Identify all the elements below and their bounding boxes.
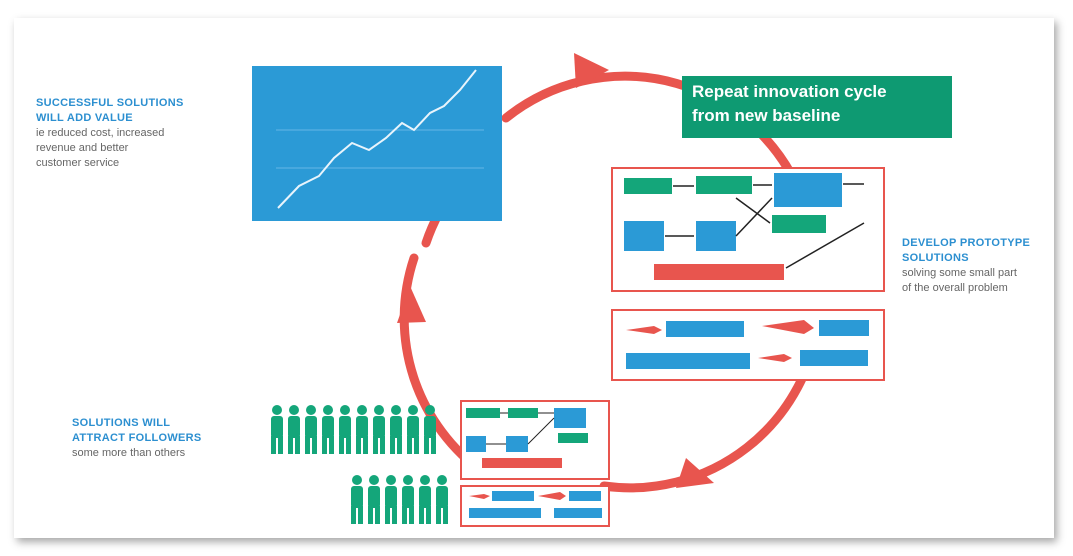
stage-followers-body-1: some more than others	[72, 447, 186, 459]
person-icon	[368, 475, 380, 524]
person-icon	[424, 405, 436, 454]
person-icon	[436, 475, 448, 524]
person-icon	[339, 405, 351, 454]
person-icon	[373, 405, 385, 454]
stage-value-body-2: revenue and better	[36, 142, 129, 154]
small-panel-top	[460, 400, 610, 480]
trend-line	[277, 69, 477, 209]
stage-prototype-text: DEVELOP PROTOTYPE SOLUTIONS solving some…	[902, 236, 1052, 296]
arrowhead-left	[397, 286, 426, 323]
stage-value-text: SUCCESSFUL SOLUTIONS WILL ADD VALUE ie r…	[36, 96, 256, 171]
person-icon	[322, 405, 334, 454]
cycle-arc-left	[399, 253, 489, 478]
prototype-panel-top	[611, 167, 885, 292]
banner-line1: Repeat innovation cycle	[692, 82, 887, 101]
stage-value-body-3: customer service	[36, 157, 120, 169]
followers-people	[271, 405, 448, 524]
arrowhead-bottom-right	[676, 458, 714, 488]
cycle-arc-top-right	[501, 71, 809, 208]
person-icon	[288, 405, 300, 454]
person-icon	[419, 475, 431, 524]
person-icon	[356, 405, 368, 454]
stage-prototype-body-1: solving some small part	[902, 267, 1017, 279]
value-chart-panel	[252, 66, 502, 221]
stage-value-heading-2: WILL ADD VALUE	[36, 112, 133, 124]
person-icon	[351, 475, 363, 524]
arrowhead-top	[574, 53, 609, 88]
stage-prototype-heading-1: DEVELOP PROTOTYPE	[902, 237, 1031, 249]
cycle-arrowheads	[397, 53, 714, 488]
stage-value-body-1: ie reduced cost, increased	[36, 127, 165, 139]
small-panel-bottom	[460, 485, 610, 527]
repeat-cycle-banner: Repeat innovation cycle from new baselin…	[682, 76, 952, 138]
banner-line2: from new baseline	[692, 106, 841, 125]
person-icon	[271, 405, 283, 454]
diagram-card: Repeat innovation cycle from new baselin…	[14, 18, 1054, 538]
person-icon	[390, 405, 402, 454]
stage-followers-text: SOLUTIONS WILL ATTRACT FOLLOWERS some mo…	[72, 416, 262, 461]
stage-followers-heading-1: SOLUTIONS WILL	[72, 417, 171, 429]
stage-prototype-heading-2: SOLUTIONS	[902, 252, 969, 264]
stage-prototype-body-2: of the overall problem	[902, 282, 1008, 294]
person-icon	[305, 405, 317, 454]
person-icon	[402, 475, 414, 524]
innovation-cycle-diagram	[252, 53, 885, 527]
person-icon	[407, 405, 419, 454]
prototype-panel-bottom	[611, 309, 885, 381]
stage-value-heading-1: SUCCESSFUL SOLUTIONS	[36, 97, 184, 109]
person-icon	[385, 475, 397, 524]
stage-followers-heading-2: ATTRACT FOLLOWERS	[72, 432, 202, 444]
